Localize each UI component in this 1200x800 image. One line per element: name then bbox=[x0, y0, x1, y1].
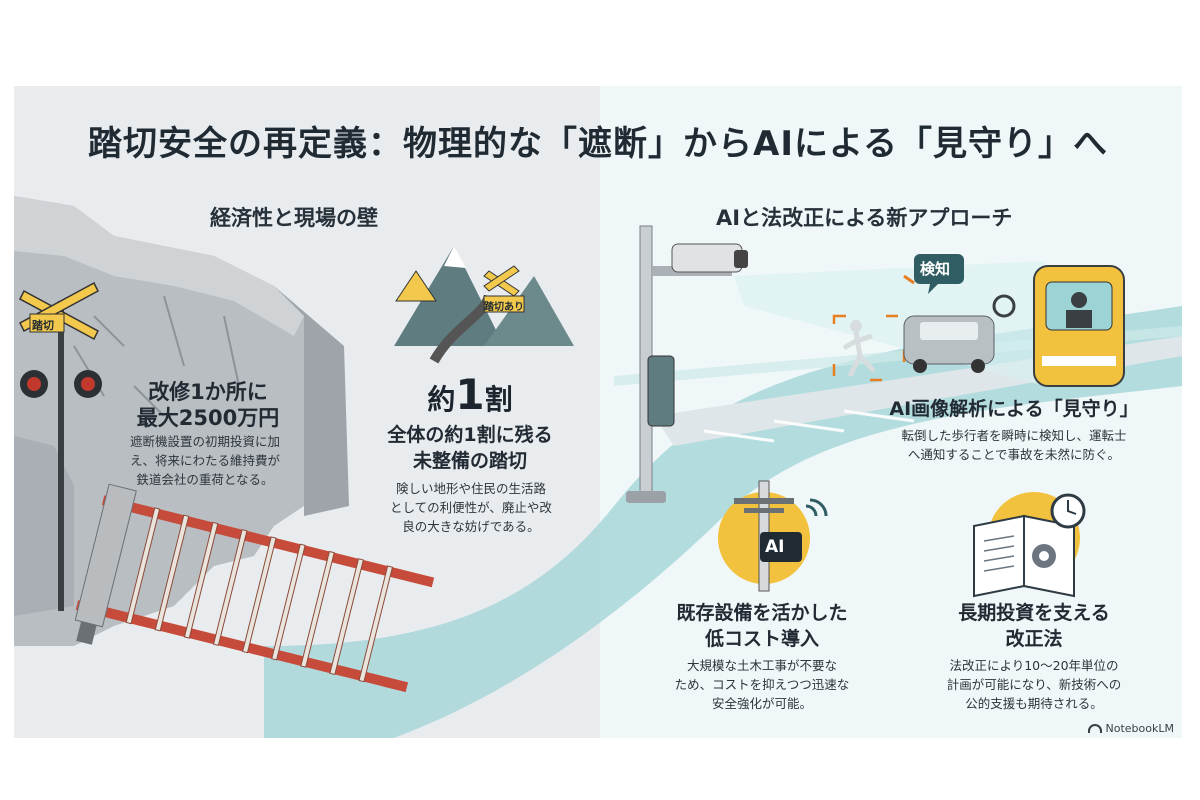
low-cost-heading: 既存設備を活かした 低コスト導入 bbox=[662, 600, 862, 652]
law-body: 法改正により10〜20年単位の 計画が可能になり、新技術への 公的支援も期待され… bbox=[924, 656, 1144, 713]
cost-body: 遮断機設置の初期投資に加 え、将来にわたる維持費が 鉄道会社の重荷となる。 bbox=[100, 432, 310, 489]
detect-label: 検知 bbox=[920, 260, 951, 278]
teal-road bbox=[264, 306, 1182, 738]
ai-watch-title: AI画像解析による「見守り」 bbox=[889, 398, 1139, 420]
ratio-heading: 全体の約1割に残る 未整備の踏切 bbox=[370, 422, 570, 474]
ratio-suffix: 割 bbox=[484, 383, 513, 416]
law-book-illustration bbox=[973, 492, 1086, 598]
ratio-stat: 約1割 bbox=[400, 370, 540, 419]
scene-illustration bbox=[14, 196, 1182, 738]
law-body-line: 計画が可能になり、新技術への bbox=[946, 677, 1122, 692]
mountain-road-illustration bbox=[394, 246, 574, 364]
notebooklm-icon bbox=[1087, 724, 1102, 733]
ratio-heading-line1: 全体の約1割に残る bbox=[387, 424, 553, 446]
ratio-number: 1 bbox=[455, 370, 485, 419]
notebooklm-logo: NotebookLM bbox=[1087, 722, 1174, 735]
low-cost-body-line: ため、コストを抑えつつ迅速な bbox=[674, 677, 850, 692]
ai-watch-body-line: へ通知することで事故を未然に防ぐ。 bbox=[907, 447, 1121, 462]
detection-scene bbox=[832, 265, 1125, 387]
low-cost-body-line: 大規模な土木工事が不要な bbox=[686, 658, 837, 673]
ai-watch-body-line: 転倒した歩行者を瞬時に検知し、運転士 bbox=[901, 428, 1127, 443]
ratio-prefix: 約 bbox=[427, 383, 456, 416]
law-body-line: 公的支援も期待される。 bbox=[965, 696, 1103, 711]
ratio-body-line: 良の大きな妨げである。 bbox=[402, 519, 540, 534]
barrier-gate bbox=[74, 483, 435, 693]
crossing-signal bbox=[19, 281, 102, 611]
low-cost-heading-line2: 低コスト導入 bbox=[704, 628, 819, 650]
law-heading-line2: 改正法 bbox=[1005, 628, 1063, 650]
camera-pole bbox=[626, 225, 748, 503]
ratio-body: 険しい地形や住民の生活路 としての利便性が、廃止や改 良の大きな妨げである。 bbox=[366, 479, 576, 536]
low-cost-body: 大規模な土木工事が不要な ため、コストを抑えつつ迅速な 安全強化が可能。 bbox=[652, 656, 872, 713]
cost-heading: 改修1か所に 最大2500万円 bbox=[108, 379, 308, 431]
main-title: 踏切安全の再定義：物理的な「遮断」からAIによる「見守り」へ bbox=[88, 124, 1108, 164]
cost-body-line: え、将来にわたる維持費が bbox=[129, 453, 280, 468]
crossing-sign-label: 踏切 bbox=[32, 319, 54, 332]
brand-label: NotebookLM bbox=[1105, 722, 1174, 735]
ai-watch-body: 転倒した歩行者を瞬時に検知し、運転士 へ通知することで事故を未然に防ぐ。 bbox=[864, 426, 1164, 464]
low-cost-heading-line1: 既存設備を活かした bbox=[676, 602, 848, 624]
ai-badge: AI bbox=[765, 537, 785, 557]
ratio-heading-line2: 未整備の踏切 bbox=[412, 450, 527, 472]
ratio-body-line: 険しい地形や住民の生活路 bbox=[395, 481, 546, 496]
road-sign-label: 踏切あり bbox=[484, 302, 524, 313]
ratio-body-line: としての利便性が、廃止や改 bbox=[390, 500, 552, 515]
left-section-title: 経済性と現場の壁 bbox=[210, 206, 378, 230]
law-heading-line1: 長期投資を支える bbox=[958, 602, 1110, 624]
cost-body-line: 鉄道会社の重荷となる。 bbox=[136, 472, 274, 487]
right-section-title: AIと法改正による新アプローチ bbox=[716, 206, 1013, 230]
cost-heading-line1: 改修1か所に bbox=[148, 380, 268, 404]
cost-heading-line2: 最大2500万円 bbox=[136, 406, 280, 430]
detect-bubble bbox=[914, 254, 964, 294]
infographic: 踏切安全の再定義：物理的な「遮断」からAIによる「見守り」へ 経済性と現場の壁 … bbox=[14, 86, 1182, 738]
low-cost-body-line: 安全強化が可能。 bbox=[711, 696, 812, 711]
ai-pole-illustration bbox=[718, 480, 828, 592]
law-body-line: 法改正により10〜20年単位の bbox=[949, 658, 1119, 673]
law-heading: 長期投資を支える 改正法 bbox=[934, 600, 1134, 652]
cost-body-line: 遮断機設置の初期投資に加 bbox=[129, 434, 280, 449]
